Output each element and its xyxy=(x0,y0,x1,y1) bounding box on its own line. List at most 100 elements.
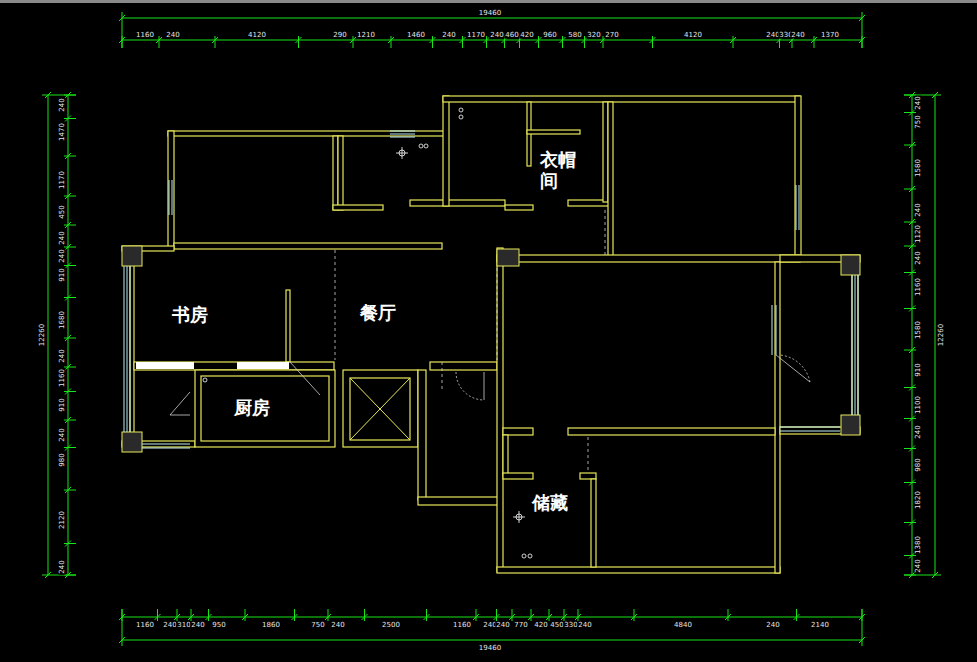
dimension-text: 960 xyxy=(542,32,557,39)
dimension-tick xyxy=(904,272,916,273)
dimension-text: 240 xyxy=(59,97,66,112)
elevator-cross xyxy=(350,378,410,440)
dimension-text: 1170 xyxy=(466,32,486,39)
dimension-text: 1820 xyxy=(915,490,922,510)
doors xyxy=(170,210,810,470)
dimension-tick xyxy=(862,36,863,48)
dimension-text: 750 xyxy=(310,622,325,629)
title-bar xyxy=(0,0,977,3)
dimension-tick xyxy=(64,575,76,576)
dimension-tick xyxy=(512,609,513,621)
dimension-tick xyxy=(432,36,433,48)
dimension-text: 1160 xyxy=(135,32,155,39)
dimension-tick xyxy=(45,572,51,578)
dimension-tick xyxy=(904,575,916,576)
dimension-text: 290 xyxy=(332,32,347,39)
room-label: 储藏 xyxy=(532,494,568,512)
dimension-text: 240 xyxy=(790,32,805,39)
dimension-text: 1210 xyxy=(356,32,376,39)
dimension-tick xyxy=(122,609,123,621)
room-label: 餐厅 xyxy=(360,304,396,322)
dimension-tick xyxy=(462,36,463,48)
dimension-tick xyxy=(904,222,916,223)
dimension-text: 1160 xyxy=(135,622,155,629)
dimension-tick xyxy=(904,112,916,113)
dimension-tick xyxy=(904,418,916,419)
dimension-text: 240 xyxy=(330,622,345,629)
dimension-tick xyxy=(391,36,392,48)
dimension-tick xyxy=(64,543,76,544)
dimension-text: 240 xyxy=(915,558,922,573)
dimension-tick xyxy=(904,145,916,146)
dimension-tick xyxy=(538,36,539,48)
dimension-text: 1580 xyxy=(915,158,922,178)
dimension-tick xyxy=(531,609,532,621)
dimension-lines xyxy=(42,12,941,646)
dimension-text: 19460 xyxy=(478,10,502,17)
dimension-text: 240 xyxy=(915,424,922,439)
dimension-tick xyxy=(904,448,916,449)
dimension-text: 750 xyxy=(915,114,922,129)
dimension-tick xyxy=(904,189,916,190)
dimension-tick xyxy=(208,609,209,621)
dimension-tick xyxy=(159,36,160,48)
dimension-text: 1170 xyxy=(59,170,66,190)
dimension-tick xyxy=(64,367,76,368)
dimension-text: 950 xyxy=(211,622,226,629)
dimension-text: 240 xyxy=(59,427,66,442)
dimension-tick xyxy=(426,609,427,621)
dimension-text: 420 xyxy=(519,32,534,39)
dimension-tick xyxy=(904,246,916,247)
dimension-tick xyxy=(932,572,938,578)
dimension-text: 1160 xyxy=(59,368,66,388)
dimension-text: 240 xyxy=(489,32,504,39)
dimension-text: 1160 xyxy=(915,277,922,297)
dimension-tick xyxy=(932,92,938,98)
dimension-text: 4120 xyxy=(683,32,703,39)
dimension-tick xyxy=(904,482,916,483)
dimension-text: 1120 xyxy=(915,224,922,244)
dimension-tick xyxy=(119,637,125,643)
dimension-text: 240 xyxy=(915,250,922,265)
dimension-tick xyxy=(904,522,916,523)
dimension-text: 240 xyxy=(190,622,205,629)
dimension-text: 12260 xyxy=(938,323,945,347)
room-label: 衣帽 间 xyxy=(540,150,578,191)
dimension-tick xyxy=(904,350,916,351)
dimension-tick xyxy=(64,95,76,96)
dimension-text: 980 xyxy=(915,457,922,472)
dimension-text: 2120 xyxy=(59,510,66,530)
dimension-text: 1860 xyxy=(261,622,281,629)
dimension-text: 240 xyxy=(915,202,922,217)
dimension-tick xyxy=(64,225,76,226)
dimension-text: 12260 xyxy=(39,323,46,347)
dimension-tick xyxy=(64,265,76,266)
dimension-tick xyxy=(119,15,125,21)
dimension-tick xyxy=(859,15,865,21)
windows xyxy=(124,131,858,448)
dimension-text: 240 xyxy=(577,622,592,629)
dimension-text: 1460 xyxy=(406,32,426,39)
dimension-text: 1380 xyxy=(915,535,922,555)
dimension-text: 910 xyxy=(59,397,66,412)
dimension-tick xyxy=(728,609,729,621)
dimension-tick xyxy=(64,338,76,339)
dimension-tick xyxy=(353,36,354,48)
dimension-tick xyxy=(64,156,76,157)
dimension-text: 580 xyxy=(567,32,582,39)
dimension-tick xyxy=(64,420,76,421)
dimension-text: 910 xyxy=(59,267,66,282)
dimension-text: 240 xyxy=(915,95,922,110)
dimension-text: 240 xyxy=(59,559,66,574)
dimension-text: 1160 xyxy=(452,622,472,629)
dimension-text: 1470 xyxy=(59,122,66,142)
dimension-tick xyxy=(549,609,550,621)
dimension-tick xyxy=(814,36,815,48)
dimension-text: 420 xyxy=(533,622,548,629)
dimension-tick xyxy=(486,36,487,48)
dimension-tick xyxy=(862,609,863,621)
dimension-tick xyxy=(496,609,497,621)
dimension-tick xyxy=(328,609,329,621)
dimension-tick xyxy=(859,637,865,643)
dimension-text: 240 xyxy=(59,230,66,245)
